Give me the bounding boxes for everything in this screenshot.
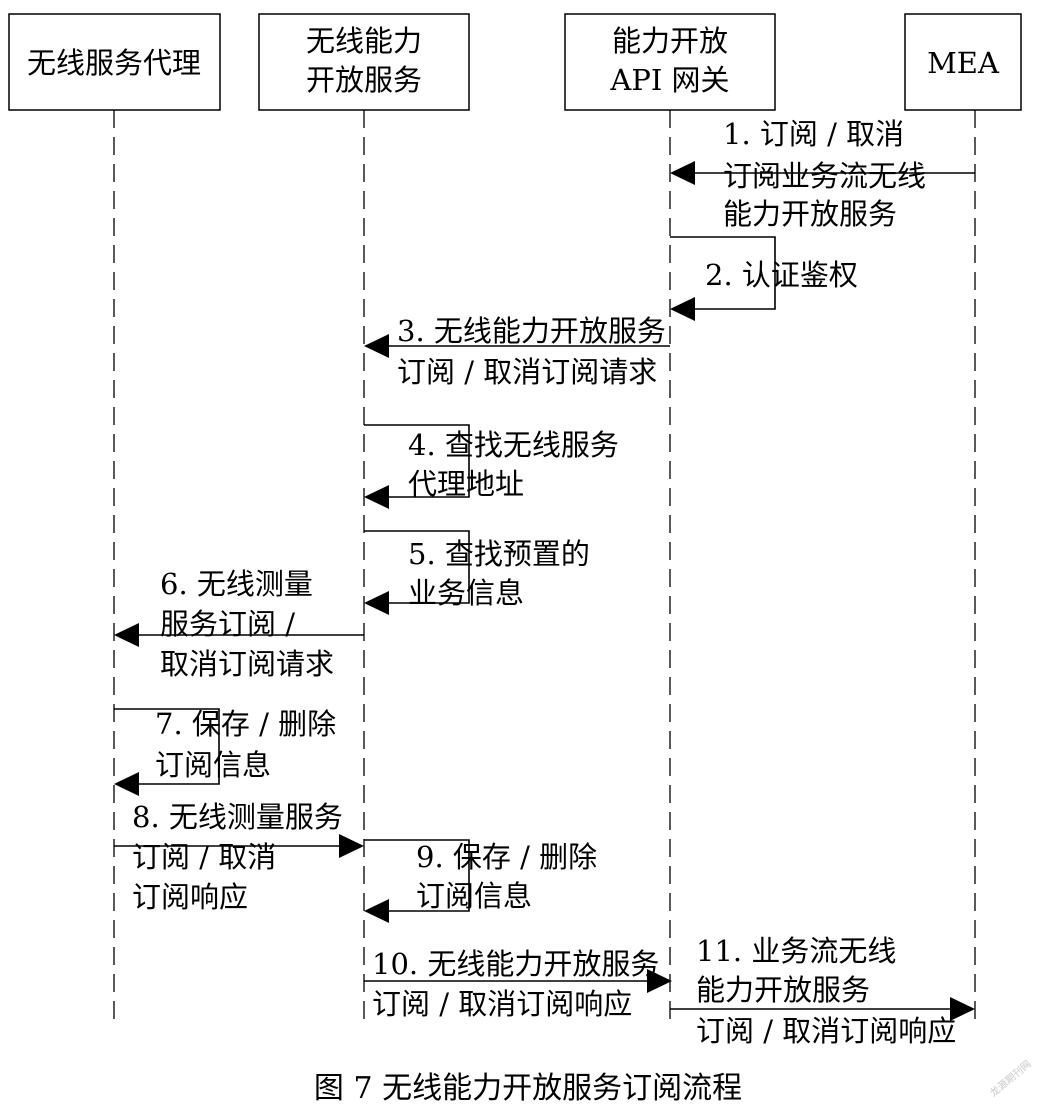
- message-label-7-line2: 订阅信息: [155, 748, 271, 782]
- message-label-5-line1: 5. 查找预置的: [408, 537, 590, 571]
- message-label-2: 2. 认证鉴权: [705, 258, 858, 292]
- arrow-line-9: [364, 839, 470, 912]
- participant-box-agent: [8, 13, 221, 111]
- participant-label-service-line1: 无线能力: [306, 24, 422, 58]
- participant-label-mea: MEA: [927, 46, 1000, 80]
- watermark: 龙源期刊网: [987, 1057, 1034, 1099]
- message-label-11-line1: 11. 业务流无线: [696, 934, 896, 968]
- message-label-9-line1: 9. 保存 / 删除: [416, 840, 597, 874]
- participant-label-agent: 无线服务代理: [27, 46, 201, 80]
- message-label-6-line2: 服务订阅 /: [160, 607, 295, 641]
- message-label-5-line2: 业务信息: [408, 576, 524, 610]
- message-label-8-line2: 订阅 / 取消: [132, 840, 276, 874]
- message-label-3-line2: 订阅 / 取消订阅请求: [397, 355, 657, 389]
- message-label-1-line2: 订阅业务流无线: [723, 159, 926, 193]
- message-label-4-line2: 代理地址: [408, 467, 524, 501]
- arrow-line-4: [364, 424, 470, 498]
- arrowhead-11: [950, 997, 975, 1021]
- message-label-4-line1: 4. 查找无线服务: [408, 428, 619, 462]
- figure-caption: 图 7 无线能力开放服务订阅流程: [314, 1071, 742, 1106]
- arrow-line-7: [114, 708, 220, 785]
- message-label-6-line1: 6. 无线测量: [160, 567, 313, 601]
- message-label-8-line3: 订阅响应: [132, 880, 248, 914]
- message-label-1-line1: 1. 订阅 / 取消: [723, 117, 904, 151]
- arrowhead-1: [670, 161, 695, 185]
- message-label-10-line2: 订阅 / 取消订阅响应: [372, 987, 632, 1021]
- message-label-8-line1: 8. 无线测量服务: [132, 800, 343, 834]
- participant-box-service: [258, 13, 470, 111]
- arrowhead-5: [364, 591, 389, 615]
- message-label-3-line1: 3. 无线能力开放服务: [397, 314, 666, 348]
- message-label-6-line3: 取消订阅请求: [160, 647, 334, 681]
- message-label-9-line2: 订阅信息: [416, 879, 532, 913]
- message-label-11-line2: 能力开放服务: [696, 973, 870, 1007]
- message-label-1-line3: 能力开放服务: [723, 197, 897, 231]
- participant-label-gateway-line1: 能力开放: [612, 24, 728, 58]
- arrowhead-9: [364, 899, 389, 923]
- arrowhead-4: [364, 485, 389, 509]
- participant-box-gateway: [564, 13, 776, 111]
- message-label-11-line3: 订阅 / 取消订阅响应: [696, 1014, 956, 1048]
- message-label-7-line1: 7. 保存 / 删除: [155, 707, 336, 741]
- arrowhead-10: [647, 969, 672, 993]
- arrow-line-2: [670, 236, 776, 310]
- arrowhead-8: [339, 834, 364, 858]
- arrowhead-6: [114, 623, 139, 647]
- message-label-10-line1: 10. 无线能力开放服务: [372, 947, 659, 981]
- arrowhead-3: [364, 334, 389, 358]
- arrowhead-7: [114, 772, 139, 796]
- arrowhead-2: [670, 297, 695, 321]
- participant-box-mea: [904, 13, 1022, 111]
- arrow-line-5: [364, 530, 470, 604]
- participant-label-gateway-line2: API 网关: [609, 63, 729, 97]
- participant-label-service-line2: 开放服务: [306, 63, 422, 97]
